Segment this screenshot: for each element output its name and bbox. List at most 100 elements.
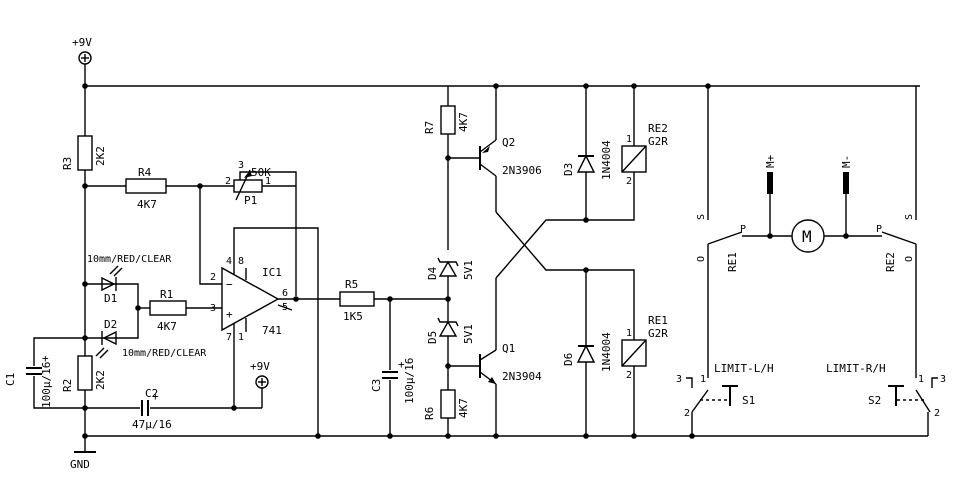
motor-minus: M- (840, 155, 853, 168)
r7-name: R7 (423, 121, 436, 134)
limit-switch-s1: LIMIT-L/H 3 1 2 S1 (676, 362, 774, 436)
re1-contact-o: O (696, 256, 707, 262)
re1-contact-name: RE1 (726, 252, 739, 272)
r1-value: 4K7 (157, 320, 177, 333)
resistor-r3: R3 2K2 (61, 135, 107, 171)
c2-name: C2 (145, 387, 158, 400)
relay-coil-re2: 1 2 RE2 G2R (621, 122, 668, 187)
diode-d3: D3 1N4004 (562, 140, 613, 180)
s2-pin1: 1 (918, 374, 924, 385)
zener-d4: D4 5V1 (426, 257, 475, 280)
d1-spec: 10mm/RED/CLEAR (87, 254, 172, 265)
ic1-pin2: 2 (210, 272, 216, 283)
ic1-pin1: 1 (238, 332, 244, 343)
s2-label: LIMIT-R/H (826, 362, 886, 375)
r1-name: R1 (160, 288, 173, 301)
r6-value: 4K7 (457, 398, 470, 418)
d3-name: D3 (562, 163, 575, 176)
motor-plus: M+ (764, 154, 777, 168)
ic1-pin7: 7 (226, 332, 232, 343)
r6-name: R6 (423, 407, 436, 420)
capacitor-c1: + C1 100µ/16 (4, 352, 53, 408)
ground-label: GND (70, 458, 90, 471)
d5-value: 5V1 (462, 324, 475, 344)
resistor-r2: R2 2K2 (61, 355, 107, 392)
motor: M M+ M- (764, 154, 853, 253)
d4-value: 5V1 (462, 260, 475, 280)
r5-value: 1K5 (343, 310, 363, 323)
re2-coil-pin2: 2 (626, 176, 632, 187)
q2-name: Q2 (502, 136, 515, 149)
c3-polarity: + (398, 358, 405, 371)
s1-label: LIMIT-L/H (714, 362, 774, 375)
s2-name: S2 (868, 394, 881, 407)
relay-contact-re2: S P O RE2 (846, 214, 917, 272)
led-d2: D2 10mm/RED/CLEAR (95, 318, 207, 359)
resistor-r5: R5 1K5 (339, 278, 375, 323)
r7-value: 4K7 (457, 112, 470, 132)
limit-switch-s2: LIMIT-R/H 3 1 2 S2 (826, 362, 946, 436)
ic1-name: IC1 (262, 266, 282, 279)
capacitor-c3: + C3 100µ/16 (370, 358, 416, 404)
c3-value: 100µ/16 (403, 358, 416, 404)
diode-d6: D6 1N4004 (562, 332, 613, 372)
zener-d5: D5 5V1 (426, 317, 475, 344)
p1-pin2: 2 (225, 176, 231, 187)
junction-dots (82, 83, 849, 439)
p1-pin1: 1 (265, 176, 271, 187)
led-d1: D1 10mm/RED/CLEAR (87, 254, 172, 305)
r2-name: R2 (61, 379, 74, 392)
s1-pin3: 3 (676, 374, 682, 385)
q1-name: Q1 (502, 342, 515, 355)
s2-pin3: 3 (940, 374, 946, 385)
re1-coil-pin2: 2 (626, 370, 632, 381)
capacitor-c2: + C2 47µ/16 (132, 387, 172, 431)
q1-part: 2N3904 (502, 370, 542, 383)
r2-value: 2K2 (94, 370, 107, 390)
r3-name: R3 (61, 157, 74, 170)
ic1-part: 741 (262, 324, 282, 337)
ic1-pin4: 4 (226, 256, 232, 267)
resistor-r1: R1 4K7 (149, 288, 187, 333)
d2-spec: 10mm/RED/CLEAR (122, 348, 207, 359)
resistor-r4: R4 4K7 (125, 166, 167, 211)
potentiometer-p1: 50K P1 2 1 3 (225, 160, 297, 207)
p1-pin3: 3 (238, 160, 244, 171)
c1-value: 100µ/16 (40, 362, 53, 408)
re1-contact-s: S (696, 214, 707, 220)
re2-contact-s: S (904, 214, 915, 220)
re2-contact-o: O (904, 256, 915, 262)
s1-pin1: 1 (700, 374, 706, 385)
supply-mid: +9V (250, 360, 270, 408)
r5-name: R5 (345, 278, 358, 291)
re1-coil-part: G2R (648, 327, 668, 340)
transistor-q2: Q2 2N3906 (479, 136, 542, 177)
motor-symbol: M (802, 227, 812, 246)
re2-coil-pin1: 1 (626, 134, 632, 145)
p1-name: P1 (244, 194, 257, 207)
ic1-pin6: 6 (282, 288, 288, 299)
relay-contact-re1: S P O RE1 (696, 214, 770, 272)
c2-value: 47µ/16 (132, 418, 172, 431)
r4-value: 4K7 (137, 198, 157, 211)
d4-name: D4 (426, 266, 439, 280)
c2-polarity: + (152, 390, 159, 403)
c1-polarity: + (42, 352, 49, 365)
d5-name: D5 (426, 331, 439, 344)
transistor-q1: Q1 2N3904 (479, 342, 542, 385)
ic1-plus: + (226, 308, 233, 321)
d6-part: 1N4004 (600, 332, 613, 372)
re2-coil-part: G2R (648, 135, 668, 148)
c3-name: C3 (370, 379, 383, 392)
supply-mid-label: +9V (250, 360, 270, 373)
s1-name: S1 (742, 394, 755, 407)
re2-coil-name: RE2 (648, 122, 668, 135)
opamp-ic1: − + IC1 741 2 3 4 8 6 5 7 1 (210, 256, 288, 343)
re1-coil-pin1: 1 (626, 328, 632, 339)
ic1-pin8: 8 (238, 256, 244, 267)
re2-contact-p: P (876, 224, 882, 235)
re1-contact-p: P (740, 224, 746, 235)
d3-part: 1N4004 (600, 140, 613, 180)
r3-value: 2K2 (94, 146, 107, 166)
